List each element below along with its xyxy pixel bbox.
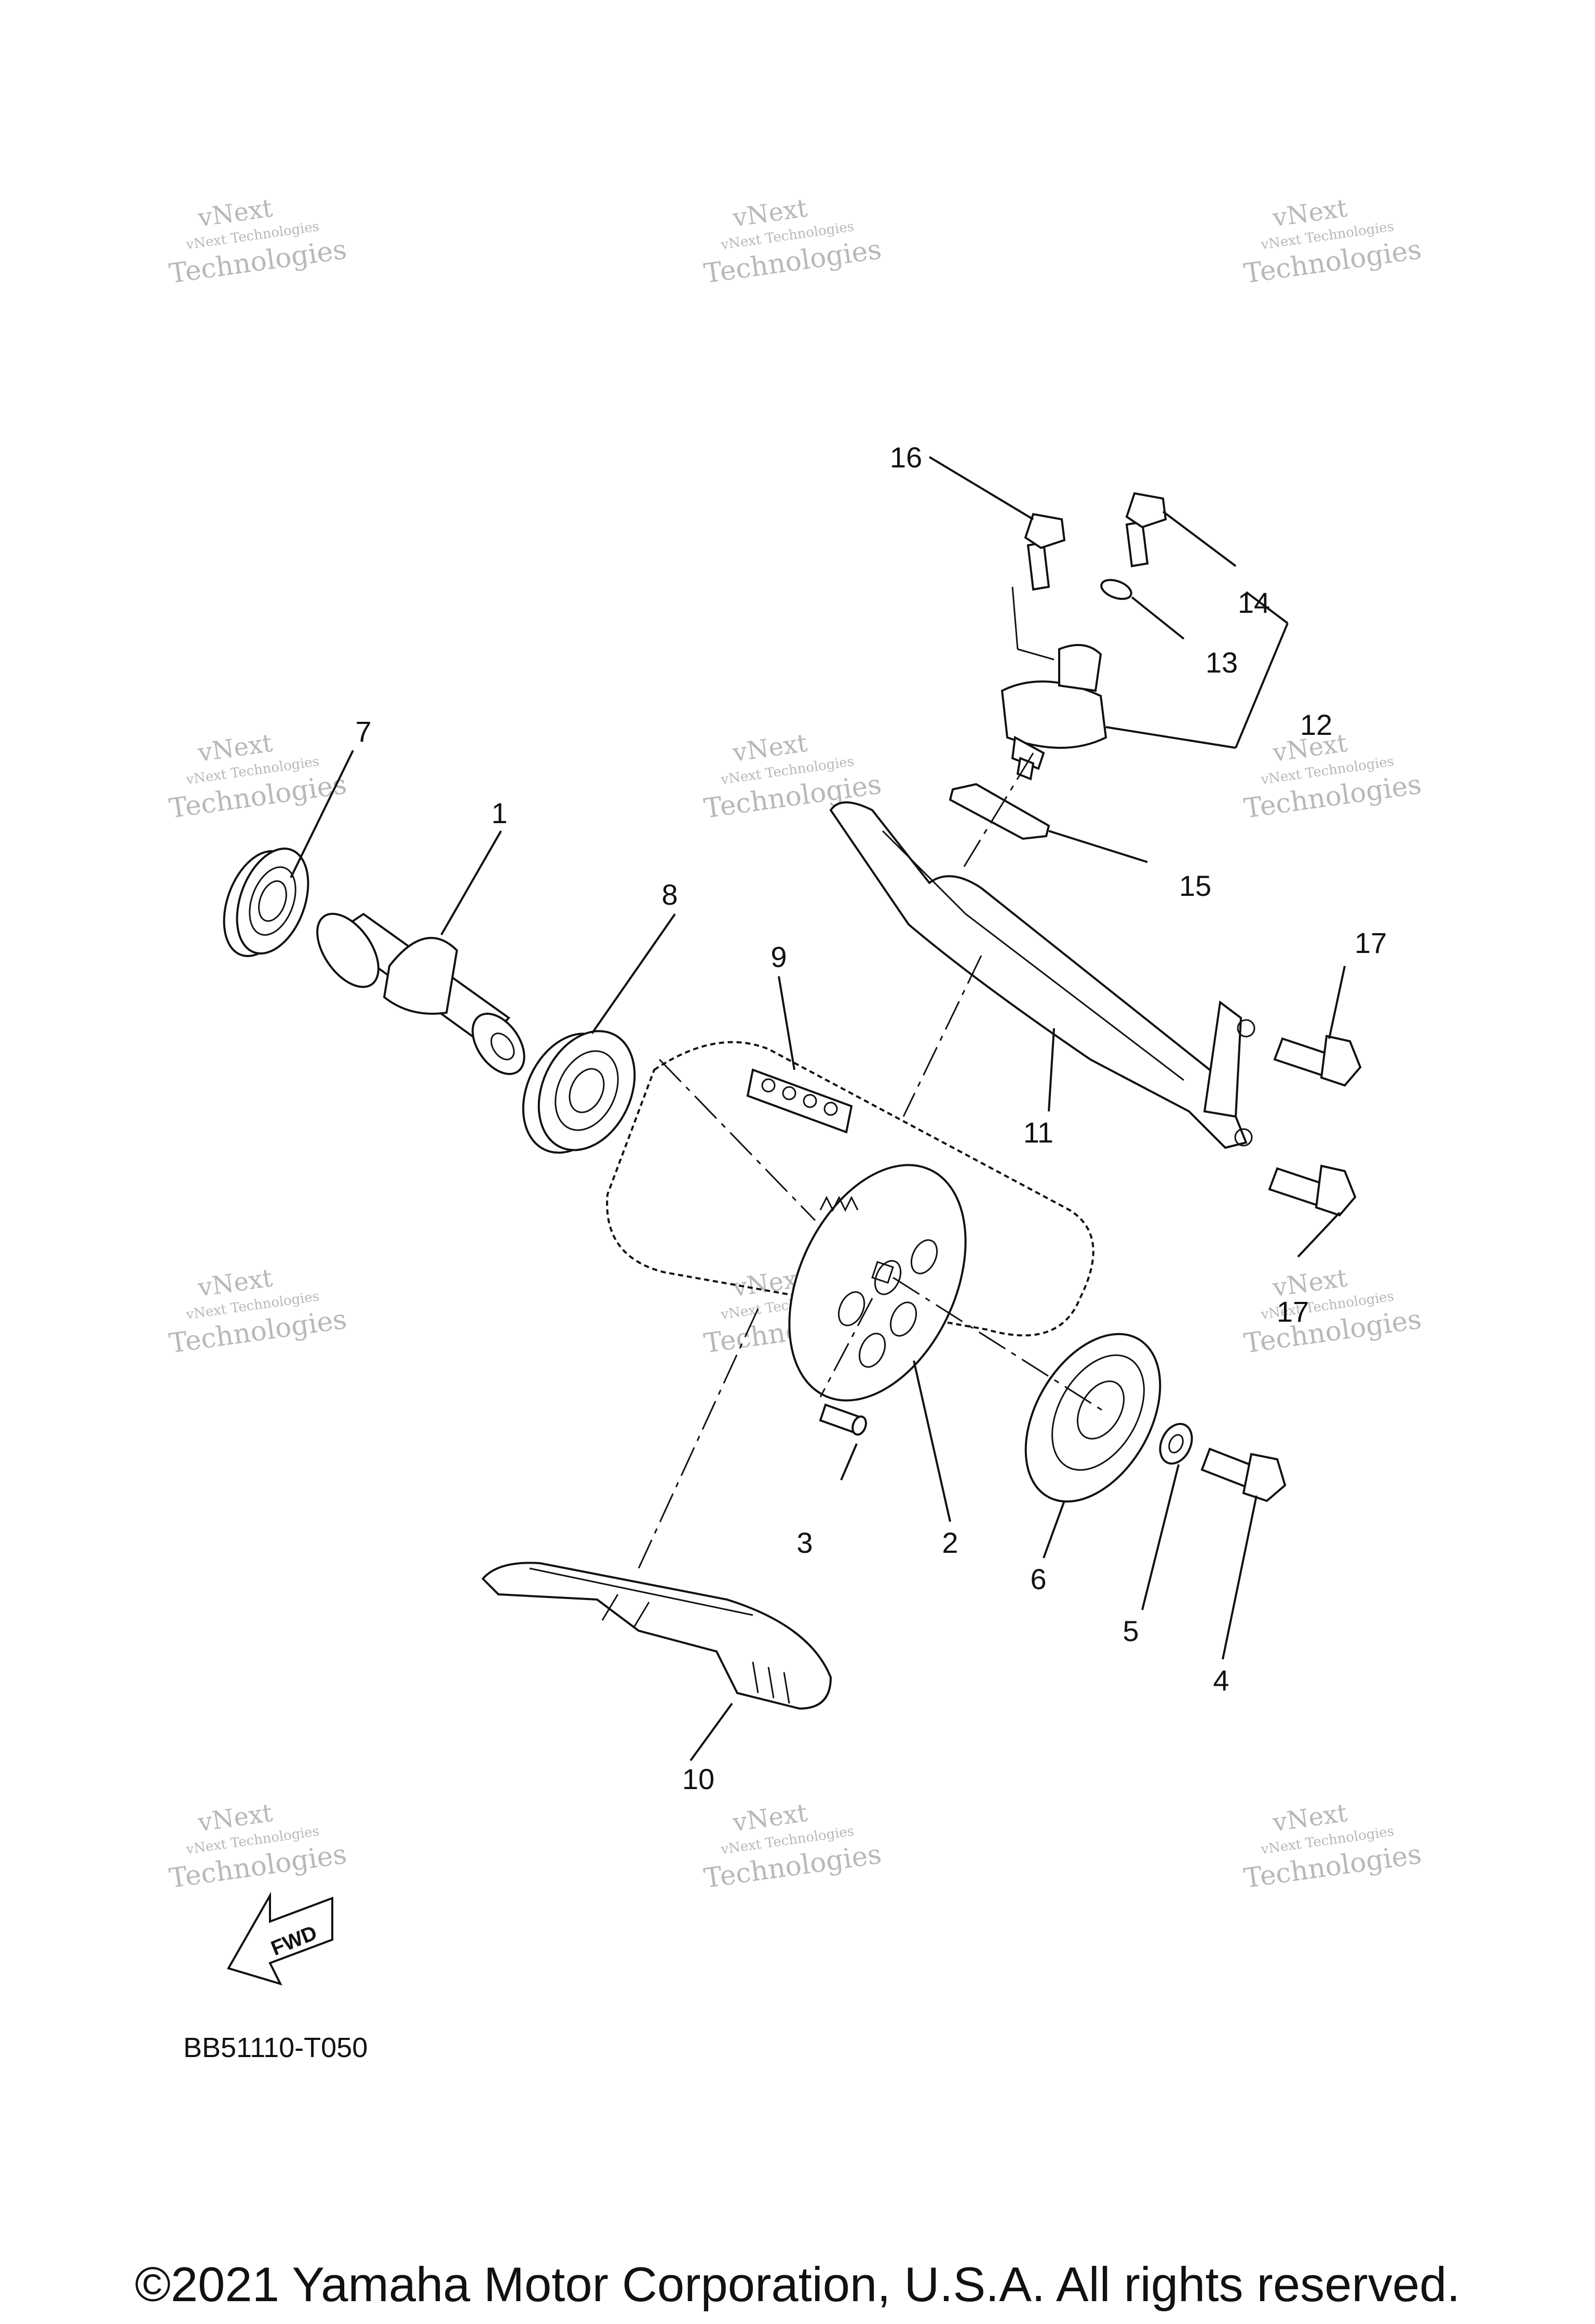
part-label: 4	[1213, 1664, 1229, 1697]
camshaft-1	[316, 912, 525, 1075]
bearing-7	[223, 848, 309, 957]
part-label: 17	[1277, 1295, 1309, 1328]
washer-13	[1100, 579, 1132, 600]
bolt-16	[1024, 513, 1066, 591]
part-label: 6	[1030, 1563, 1046, 1595]
watermark: vNext vNext Technologies Technologies	[167, 1264, 348, 1360]
bolt-4	[1200, 1447, 1287, 1502]
tensioner-guide-11	[829, 801, 1255, 1149]
watermark: vNext vNext Technologies Technologies	[1242, 1264, 1423, 1360]
copyright-notice: ©2021 Yamaha Motor Corporation, U.S.A. A…	[134, 2257, 1461, 2312]
watermark: vNext vNext Technologies Technologies	[1242, 194, 1423, 290]
gasket-15	[949, 783, 1050, 840]
bearing-8	[522, 1030, 636, 1154]
watermark: vNext vNext Technologies Technologies	[702, 194, 883, 290]
part-label: 16	[890, 441, 922, 474]
watermark: vNext vNext Technologies Technologies	[167, 194, 348, 290]
part-label: 8	[661, 878, 678, 911]
part-label: 1	[491, 797, 507, 829]
bolt-17-upper	[1273, 1035, 1362, 1087]
leader-lines	[290, 456, 1346, 1762]
part-label: 10	[682, 1763, 714, 1795]
diagram-code: BB51110-T050	[183, 2032, 368, 2063]
cam-chain-loop	[606, 1041, 1094, 1337]
part-label: 15	[1179, 869, 1211, 902]
part-label: 7	[355, 715, 371, 748]
part-label: 17	[1355, 926, 1387, 959]
part-label: 3	[796, 1526, 813, 1559]
part-label: 9	[771, 941, 787, 973]
bolt-14	[1125, 492, 1167, 568]
part-label: 5	[1123, 1615, 1139, 1647]
washer-5	[1159, 1422, 1193, 1465]
guide-roller-6	[1024, 1333, 1161, 1503]
part-label: 13	[1206, 646, 1238, 679]
fwd-arrow-icon: FWD	[227, 1891, 333, 1986]
part-label: 11	[1023, 1116, 1053, 1149]
dowel-pin-3	[819, 1403, 867, 1436]
chain-segment-9	[746, 1068, 853, 1134]
part-label: 14	[1238, 586, 1270, 619]
part-label: 12	[1300, 708, 1332, 741]
part-label: 2	[942, 1526, 958, 1559]
watermark: vNext vNext Technologies Technologies	[167, 1798, 348, 1895]
watermark: vNext vNext Technologies Technologies	[1242, 1798, 1423, 1895]
chain-guide-10	[481, 1562, 832, 1710]
chain-tensioner-12	[1001, 644, 1107, 781]
cam-sprocket-2	[788, 1164, 967, 1402]
watermark: vNext vNext Technologies Technologies	[702, 1798, 883, 1895]
bolt-17-lower	[1268, 1164, 1357, 1217]
watermark: vNext vNext Technologies Technologies	[167, 729, 348, 825]
